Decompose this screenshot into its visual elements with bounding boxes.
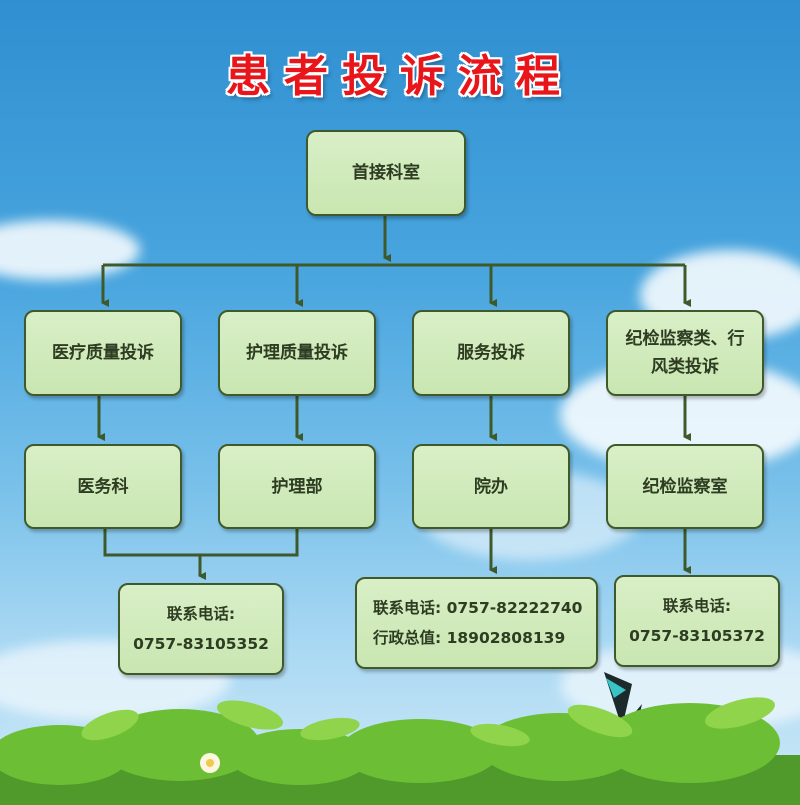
- root-label: 首接科室: [352, 163, 420, 183]
- category-label: 护理质量投诉: [246, 343, 348, 363]
- department-node-medical-affairs: 医务科: [24, 444, 182, 529]
- page-title: 患者投诉流程: [226, 51, 574, 102]
- department-node-hospital-office: 院办: [412, 444, 570, 529]
- category-label: 医疗质量投诉: [52, 343, 154, 363]
- department-label: 医务科: [77, 476, 129, 497]
- grass-decoration: [0, 697, 800, 805]
- contact-line: 联系电话:: [662, 597, 732, 615]
- category-node-nursing-quality: 护理质量投诉: [218, 310, 376, 396]
- contact-node-discipline-office: 联系电话: 0757-83105372: [614, 575, 780, 667]
- category-node-service: 服务投诉: [412, 310, 570, 396]
- department-label: 纪检监察室: [642, 476, 728, 497]
- category-label: 服务投诉: [457, 343, 525, 363]
- department-label: 护理部: [271, 476, 323, 497]
- department-node-discipline-office: 纪检监察室: [606, 444, 764, 529]
- category-label-line1: 纪检监察类、行: [625, 329, 745, 349]
- department-label: 院办: [474, 476, 508, 497]
- contact-line: 联系电话: 0757-82222740: [373, 599, 583, 617]
- root-node: 首接科室: [306, 130, 466, 216]
- contact-node-hospital-office: 联系电话: 0757-82222740 行政总值: 18902808139: [355, 577, 598, 669]
- department-node-nursing: 护理部: [218, 444, 376, 529]
- category-label-line2: 风类投诉: [651, 357, 719, 377]
- contact-line: 行政总值: 18902808139: [373, 629, 566, 647]
- connector: [103, 529, 299, 557]
- category-node-discipline: 纪检监察类、行 风类投诉: [606, 310, 764, 396]
- contact-line: 联系电话:: [166, 605, 236, 623]
- category-node-medical-quality: 医疗质量投诉: [24, 310, 182, 396]
- contact-line: 0757-83105372: [629, 627, 765, 645]
- contact-line: 0757-83105352: [133, 635, 269, 653]
- cloud: [0, 220, 140, 280]
- contact-node-medical-nursing: 联系电话: 0757-83105352: [118, 583, 284, 675]
